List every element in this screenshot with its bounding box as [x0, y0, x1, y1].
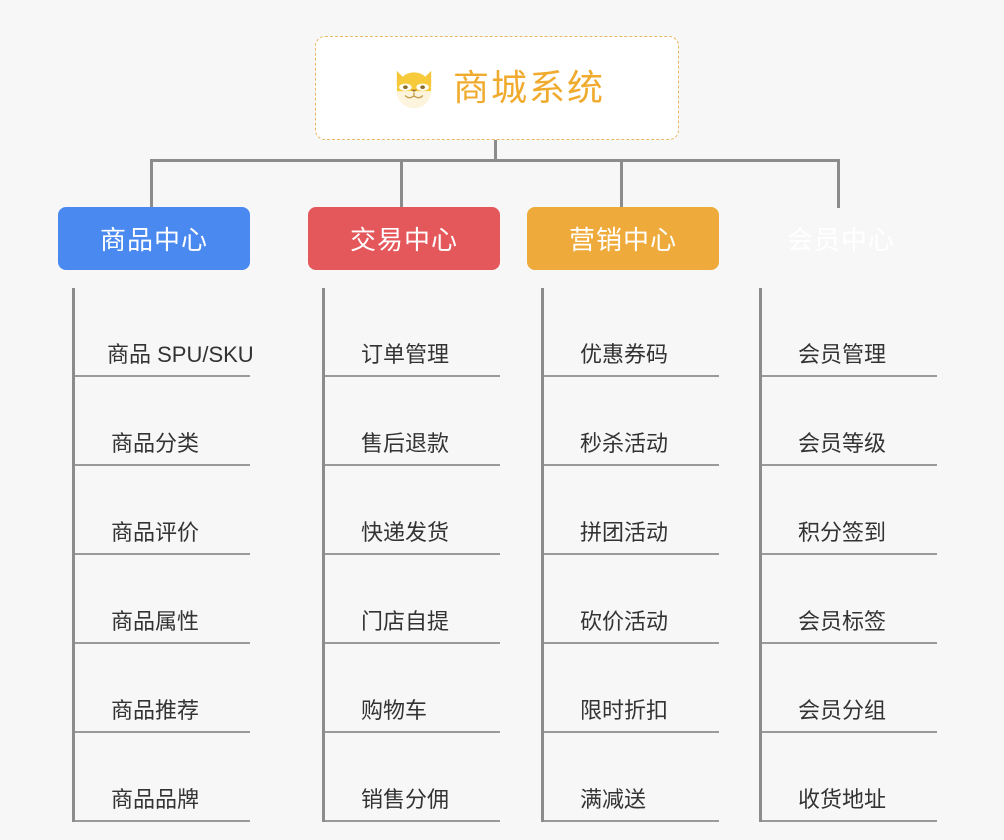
shiba-dog-icon [396, 70, 432, 109]
leaf-label: 商品评价 [111, 520, 200, 545]
leaf-label: 砍价活动 [580, 609, 669, 634]
leaf-label: 门店自提 [361, 609, 450, 634]
root-node[interactable]: 商城系统 [315, 36, 679, 140]
leaf-label: 秒杀活动 [580, 431, 669, 456]
leaf-item[interactable]: 商品分类 [75, 377, 250, 466]
leaf-item[interactable]: 门店自提 [325, 555, 500, 644]
connector-horizontal-bar [150, 159, 840, 162]
leaf-label: 订单管理 [361, 342, 450, 367]
leaf-item[interactable]: 售后退款 [325, 377, 500, 466]
leaf-label: 商品品牌 [111, 787, 200, 812]
leaf-label: 拼团活动 [580, 520, 669, 545]
category-header-2[interactable]: 交易中心 [308, 207, 500, 270]
leaf-list-2: 订单管理 售后退款 快递发货 门店自提 购物车 销售分佣 [322, 288, 500, 822]
leaf-label: 快递发货 [361, 520, 450, 545]
category-column-4: 会员中心 会员管理 会员等级 积分签到 会员标签 会员分组 收货地址 [745, 207, 937, 822]
leaf-label: 商品 SPU/SKU [107, 342, 254, 367]
connector-drop-2 [400, 162, 403, 208]
leaf-item[interactable]: 订单管理 [325, 288, 500, 377]
leaf-item[interactable]: 商品品牌 [75, 733, 250, 822]
leaf-item[interactable]: 收货地址 [762, 733, 937, 822]
leaf-label: 收货地址 [798, 787, 887, 812]
leaf-item[interactable]: 秒杀活动 [544, 377, 719, 466]
leaf-list-3: 优惠券码 秒杀活动 拼团活动 砍价活动 限时折扣 满减送 [541, 288, 719, 822]
connector-drop-3 [620, 162, 623, 208]
leaf-item[interactable]: 会员管理 [762, 288, 937, 377]
leaf-item[interactable]: 优惠券码 [544, 288, 719, 377]
leaf-label: 售后退款 [361, 431, 450, 456]
leaf-item[interactable]: 快递发货 [325, 466, 500, 555]
leaf-item[interactable]: 积分签到 [762, 466, 937, 555]
connector-drop-4 [837, 162, 840, 208]
leaf-list-1: 商品 SPU/SKU 商品分类 商品评价 商品属性 商品推荐 商品品牌 [72, 288, 254, 822]
leaf-item[interactable]: 限时折扣 [544, 644, 719, 733]
leaf-label: 限时折扣 [580, 698, 669, 723]
category-column-2: 交易中心 订单管理 售后退款 快递发货 门店自提 购物车 销售分佣 [308, 207, 500, 822]
leaf-item[interactable]: 满减送 [544, 733, 719, 822]
leaf-label: 会员管理 [798, 342, 887, 367]
leaf-item[interactable]: 砍价活动 [544, 555, 719, 644]
category-header-1[interactable]: 商品中心 [58, 207, 250, 270]
leaf-label: 商品推荐 [111, 698, 200, 723]
leaf-label: 购物车 [361, 698, 428, 723]
leaf-list-4: 会员管理 会员等级 积分签到 会员标签 会员分组 收货地址 [759, 288, 937, 822]
leaf-label: 会员标签 [798, 609, 887, 634]
category-header-3[interactable]: 营销中心 [527, 207, 719, 270]
leaf-label: 满减送 [580, 787, 647, 812]
leaf-item[interactable]: 商品 SPU/SKU [75, 288, 254, 377]
leaf-item[interactable]: 销售分佣 [325, 733, 500, 822]
category-column-1: 商品中心 商品 SPU/SKU 商品分类 商品评价 商品属性 商品推荐 商品品牌 [58, 207, 254, 822]
leaf-label: 优惠券码 [580, 342, 669, 367]
leaf-label: 会员等级 [798, 431, 887, 456]
leaf-item[interactable]: 会员等级 [762, 377, 937, 466]
leaf-label: 商品分类 [111, 431, 200, 456]
leaf-item[interactable]: 会员标签 [762, 555, 937, 644]
leaf-item[interactable]: 商品评价 [75, 466, 250, 555]
connector-drop-1 [150, 162, 153, 208]
leaf-label: 商品属性 [111, 609, 200, 634]
category-header-4[interactable]: 会员中心 [786, 225, 895, 255]
leaf-item[interactable]: 商品属性 [75, 555, 250, 644]
connector-root-stem [494, 140, 497, 162]
root-title: 商城系统 [452, 67, 605, 108]
leaf-item[interactable]: 拼团活动 [544, 466, 719, 555]
leaf-label: 积分签到 [798, 520, 887, 545]
leaf-label: 销售分佣 [361, 787, 450, 812]
category-column-3: 营销中心 优惠券码 秒杀活动 拼团活动 砍价活动 限时折扣 满减送 [527, 207, 719, 822]
leaf-item[interactable]: 会员分组 [762, 644, 937, 733]
leaf-item[interactable]: 购物车 [325, 644, 500, 733]
leaf-label: 会员分组 [798, 698, 887, 723]
leaf-item[interactable]: 商品推荐 [75, 644, 250, 733]
